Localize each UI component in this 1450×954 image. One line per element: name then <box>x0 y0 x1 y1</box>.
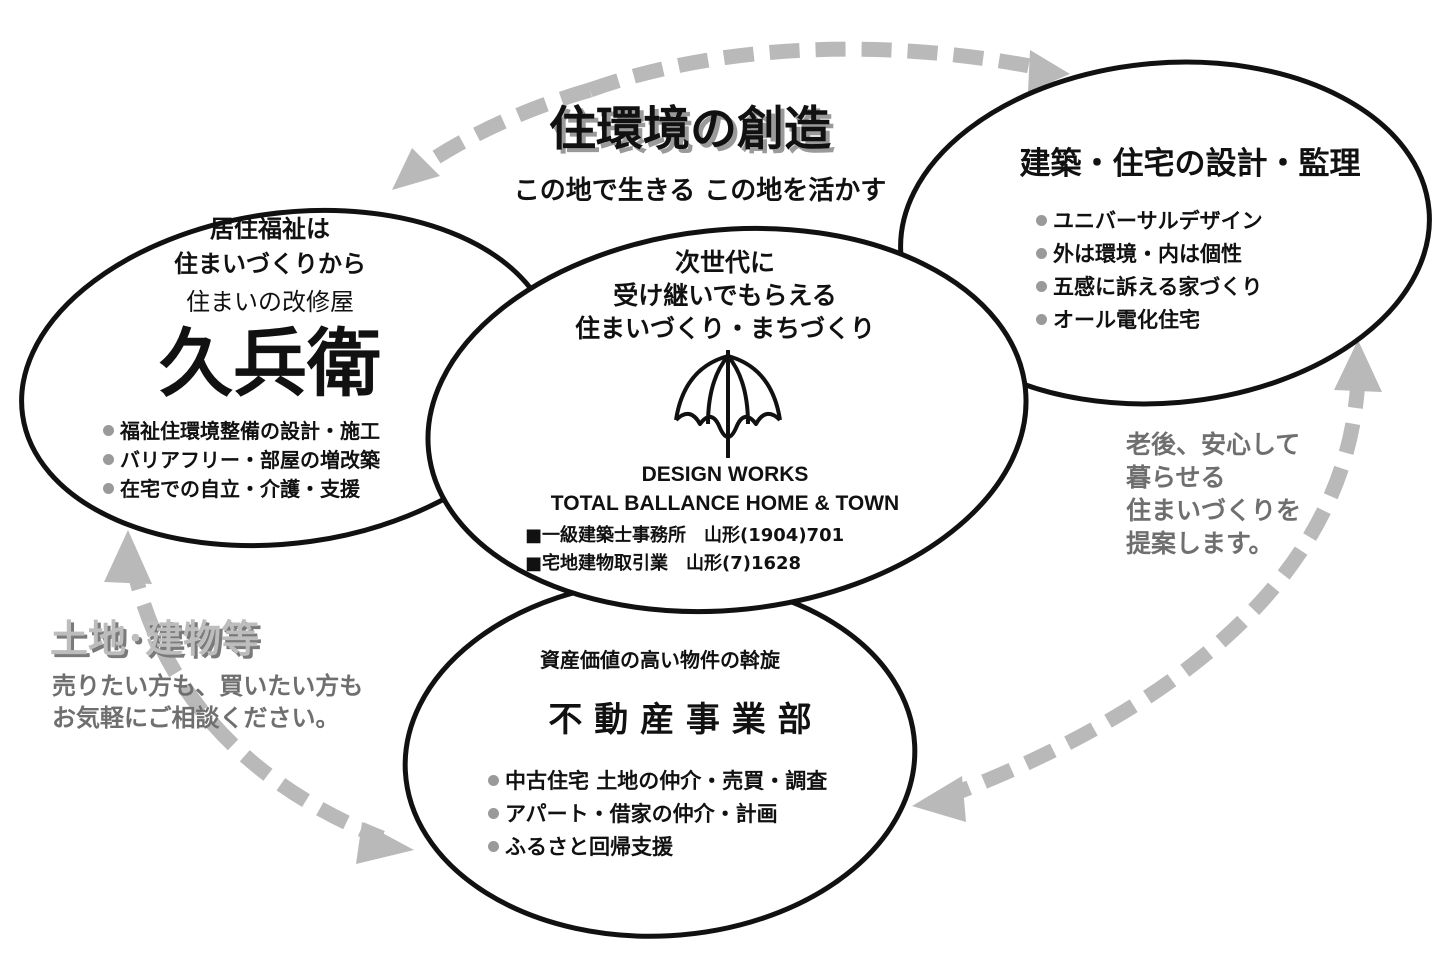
bullet-icon <box>488 841 499 852</box>
bubble-bottom <box>402 577 918 939</box>
arrow-top-left <box>415 82 593 175</box>
arrowhead-left-up <box>104 530 152 584</box>
bullet-icon <box>1036 281 1047 292</box>
bullet-icon <box>103 483 114 494</box>
bullet-icon <box>103 454 114 465</box>
left-heading-1: 居住福祉は <box>210 215 330 243</box>
list-item: ふるさと回帰支援 <box>488 837 827 858</box>
right-title: 建築・住宅の設計・監理 <box>1019 146 1361 182</box>
license-realestate: ■宅地建物取引業 山形(7)1628 <box>525 553 802 574</box>
center-line-3: 住まいづくり・まちづくり <box>574 314 875 343</box>
bubbles <box>19 59 1432 939</box>
arrow-right <box>945 377 1366 804</box>
bullet-icon <box>1036 248 1047 259</box>
left-note-title: 土地･建物等 <box>50 617 260 661</box>
arrowhead-left-down <box>356 822 414 864</box>
right-note-line-1: 老後、安心して <box>1126 430 1301 459</box>
bullet-icon <box>488 775 499 786</box>
left-feature-list: 福祉住環境整備の設計・施工 バリアフリー・部屋の増改築 在宅での自立・介護・支援 <box>103 421 380 499</box>
bullet-icon <box>103 425 114 436</box>
right-note-line-4: 提案します。 <box>1126 529 1274 558</box>
bullet-icon <box>1036 314 1047 325</box>
list-item: ユニバーサルデザイン <box>1036 211 1263 232</box>
left-note-line-2: お気軽にご相談ください。 <box>52 704 340 732</box>
company-tagline: TOTAL BALLANCE HOME & TOWN <box>550 492 900 515</box>
arrow-left <box>124 558 385 845</box>
list-item: 在宅での自立・介護・支援 <box>103 479 380 499</box>
center-line-1: 次世代に <box>674 248 775 277</box>
list-item: 福祉住環境整備の設計・施工 <box>103 421 380 441</box>
list-item: 中古住宅 土地の仲介・売買・調査 <box>488 771 827 792</box>
arrowhead-right-up <box>1334 340 1382 392</box>
main-subtitle: この地で生きる この地を活かす <box>513 176 887 206</box>
bullet-icon <box>488 808 499 819</box>
arrowhead-top-left <box>392 148 440 190</box>
list-item: バリアフリー・部屋の増改築 <box>103 450 380 470</box>
company-name: DESIGN WORKS <box>641 463 809 486</box>
bullet-icon <box>1036 215 1047 226</box>
left-heading-2: 住まいづくりから <box>174 250 366 278</box>
list-item: オール電化住宅 <box>1036 310 1263 331</box>
list-item: アパート・借家の仲介・計画 <box>488 804 827 825</box>
cycle-arrows <box>124 41 1366 845</box>
arrowhead-right-down <box>912 776 966 822</box>
right-note-line-2: 暮らせる <box>1126 463 1226 492</box>
list-item: 五感に訴える家づくり <box>1036 277 1263 298</box>
license-architect: ■一級建築士事務所 山形(1904)701 <box>525 525 845 546</box>
left-note-line-1: 売りたい方も、買いたい方も <box>52 672 364 700</box>
bottom-title: 不 動 産 事 業 部 <box>548 700 812 740</box>
left-tagline: 住まいの改修屋 <box>186 288 354 316</box>
brand-logo-kyubee: 久兵衛 <box>159 321 381 407</box>
arrow-top-right <box>587 41 1042 98</box>
bottom-heading: 資産価値の高い物件の斡旋 <box>540 648 780 672</box>
center-line-2: 受け継いでもらえる <box>613 281 837 310</box>
main-title: 住環境の創造 <box>549 102 831 157</box>
arrowhead-top-right <box>1028 50 1070 92</box>
bottom-feature-list: 中古住宅 土地の仲介・売買・調査 アパート・借家の仲介・計画 ふるさと回帰支援 <box>488 771 827 858</box>
right-note-line-3: 住まいづくりを <box>1126 496 1302 525</box>
arrowheads <box>104 50 1382 864</box>
right-feature-list: ユニバーサルデザイン 外は環境・内は個性 五感に訴える家づくり オール電化住宅 <box>1036 211 1263 331</box>
list-item: 外は環境・内は個性 <box>1036 244 1263 265</box>
umbrella-icon <box>674 350 782 458</box>
